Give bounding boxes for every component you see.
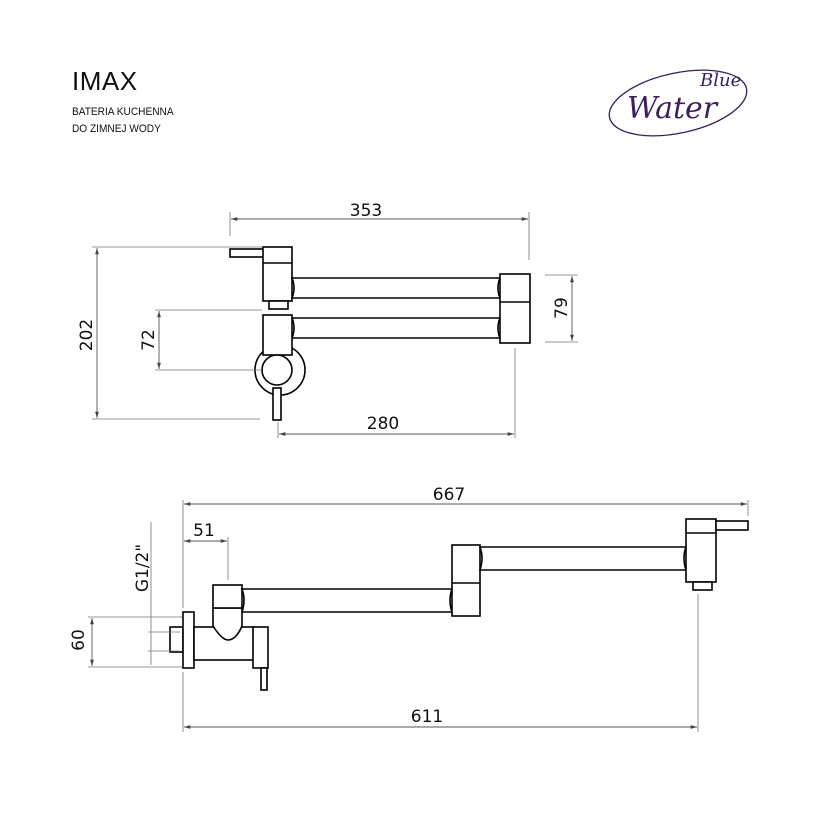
top-upper-arm	[290, 277, 502, 299]
top-valve-lever	[272, 387, 282, 421]
side-valve-lever	[260, 667, 268, 691]
dim-280: 280	[367, 414, 399, 434]
side-spout-head	[685, 518, 717, 583]
dim-611: 611	[411, 707, 443, 727]
side-valve-cap	[252, 626, 269, 669]
side-view-dimensions: 667 51 G1/2" 60 611	[69, 485, 749, 732]
dim-thread-g12: G1/2"	[133, 544, 153, 592]
logo-text-water: Water	[627, 91, 719, 126]
dim-60: 60	[69, 629, 89, 651]
top-valve-block	[262, 314, 293, 356]
top-head-block	[262, 246, 293, 302]
top-valve-knob	[261, 354, 293, 386]
side-swivel-base	[212, 607, 243, 641]
brand-logo: Blue Water	[608, 69, 748, 137]
dim-79: 79	[552, 297, 572, 319]
product-title: IMAX	[72, 66, 138, 96]
side-spout-handle	[715, 520, 749, 531]
top-elbow-block	[499, 273, 531, 344]
side-wall-flange	[182, 611, 195, 669]
logo-ellipse	[608, 69, 748, 137]
top-aerator	[268, 300, 289, 310]
top-view-dimensions: 353 202 72 79 280	[77, 201, 578, 438]
top-handle	[229, 248, 265, 258]
side-middle-joint	[451, 544, 481, 617]
side-aerator	[692, 581, 713, 591]
side-lower-arm	[240, 588, 454, 613]
dim-667: 667	[433, 485, 465, 505]
top-view-faucet	[229, 246, 531, 421]
side-view-faucet	[169, 518, 749, 691]
dim-353: 353	[350, 201, 382, 221]
product-subtitle-line2: DO ZIMNEJ WODY	[72, 123, 161, 135]
side-inlet-thread	[169, 626, 184, 653]
side-first-joint	[212, 584, 243, 609]
dim-202: 202	[77, 319, 97, 351]
logo-text-blue: Blue	[699, 70, 741, 91]
dim-51: 51	[193, 521, 215, 541]
side-upper-arm	[478, 546, 688, 571]
dim-72: 72	[139, 329, 159, 351]
product-subtitle-line1: BATERIA KUCHENNA	[72, 106, 174, 118]
top-lower-arm	[290, 317, 502, 339]
